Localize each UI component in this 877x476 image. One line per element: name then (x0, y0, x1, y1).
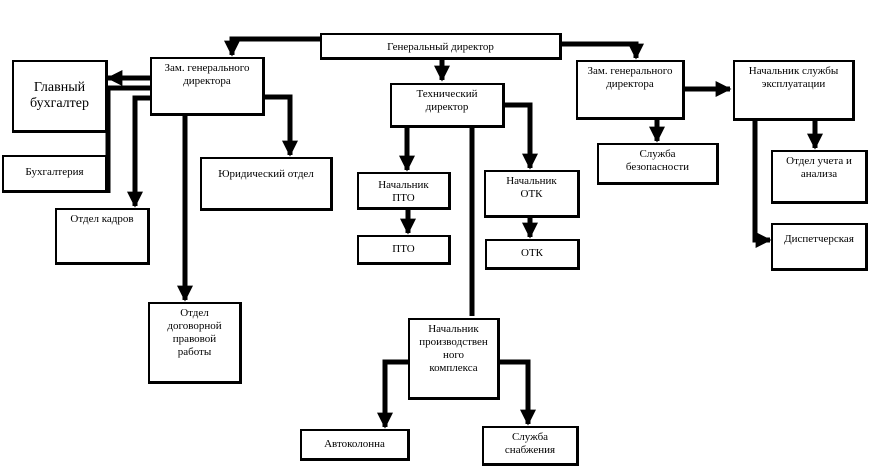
node-contract-legal-department: Отдел договорной правовой работы (148, 302, 242, 384)
node-operations-head: Начальник службы эксплуатации (733, 60, 855, 121)
connector-gen-to-zam-right (562, 41, 645, 60)
node-supply-service: Служба снабжения (482, 426, 579, 466)
node-deputy-director-left: Зам. генерального директора (150, 57, 265, 116)
node-accounting: Бухгалтерия (2, 155, 108, 193)
connector-zam-to-buh (105, 85, 150, 193)
node-security-service: Служба безопасности (597, 143, 719, 185)
connector-zam-to-kadrov (126, 95, 150, 208)
node-technical-director: Технический директор (390, 83, 505, 128)
node-motor-depot: Автоколонна (300, 429, 410, 461)
node-pto: ПТО (357, 235, 451, 265)
node-otk: ОТК (485, 239, 580, 270)
connector-proizv-to-snab (500, 359, 537, 426)
node-general-director: Генеральный директор (320, 33, 562, 60)
connector-expl-to-disp (752, 121, 772, 249)
node-chief-accountant: Главный бухгалтер (12, 60, 108, 133)
node-otk-head: Начальник ОТК (484, 170, 580, 218)
node-pto-head: Начальник ПТО (357, 172, 451, 210)
node-production-head: Начальник производствен ного комплекса (408, 318, 500, 400)
node-legal-department: Юридический отдел (200, 157, 333, 211)
node-accounting-analysis-dept: Отдел учета и анализа (771, 150, 868, 204)
connector-proizv-to-avto (376, 359, 408, 429)
connector-tech-to-otk (505, 102, 539, 170)
connector-gen-to-zam-left (223, 36, 320, 57)
connector-zam-to-yur (265, 94, 299, 157)
node-deputy-director-right: Зам. генерального директора (576, 60, 685, 120)
node-dispatch: Диспетчерская (771, 223, 868, 271)
node-hr-department: Отдел кадров (55, 208, 150, 265)
